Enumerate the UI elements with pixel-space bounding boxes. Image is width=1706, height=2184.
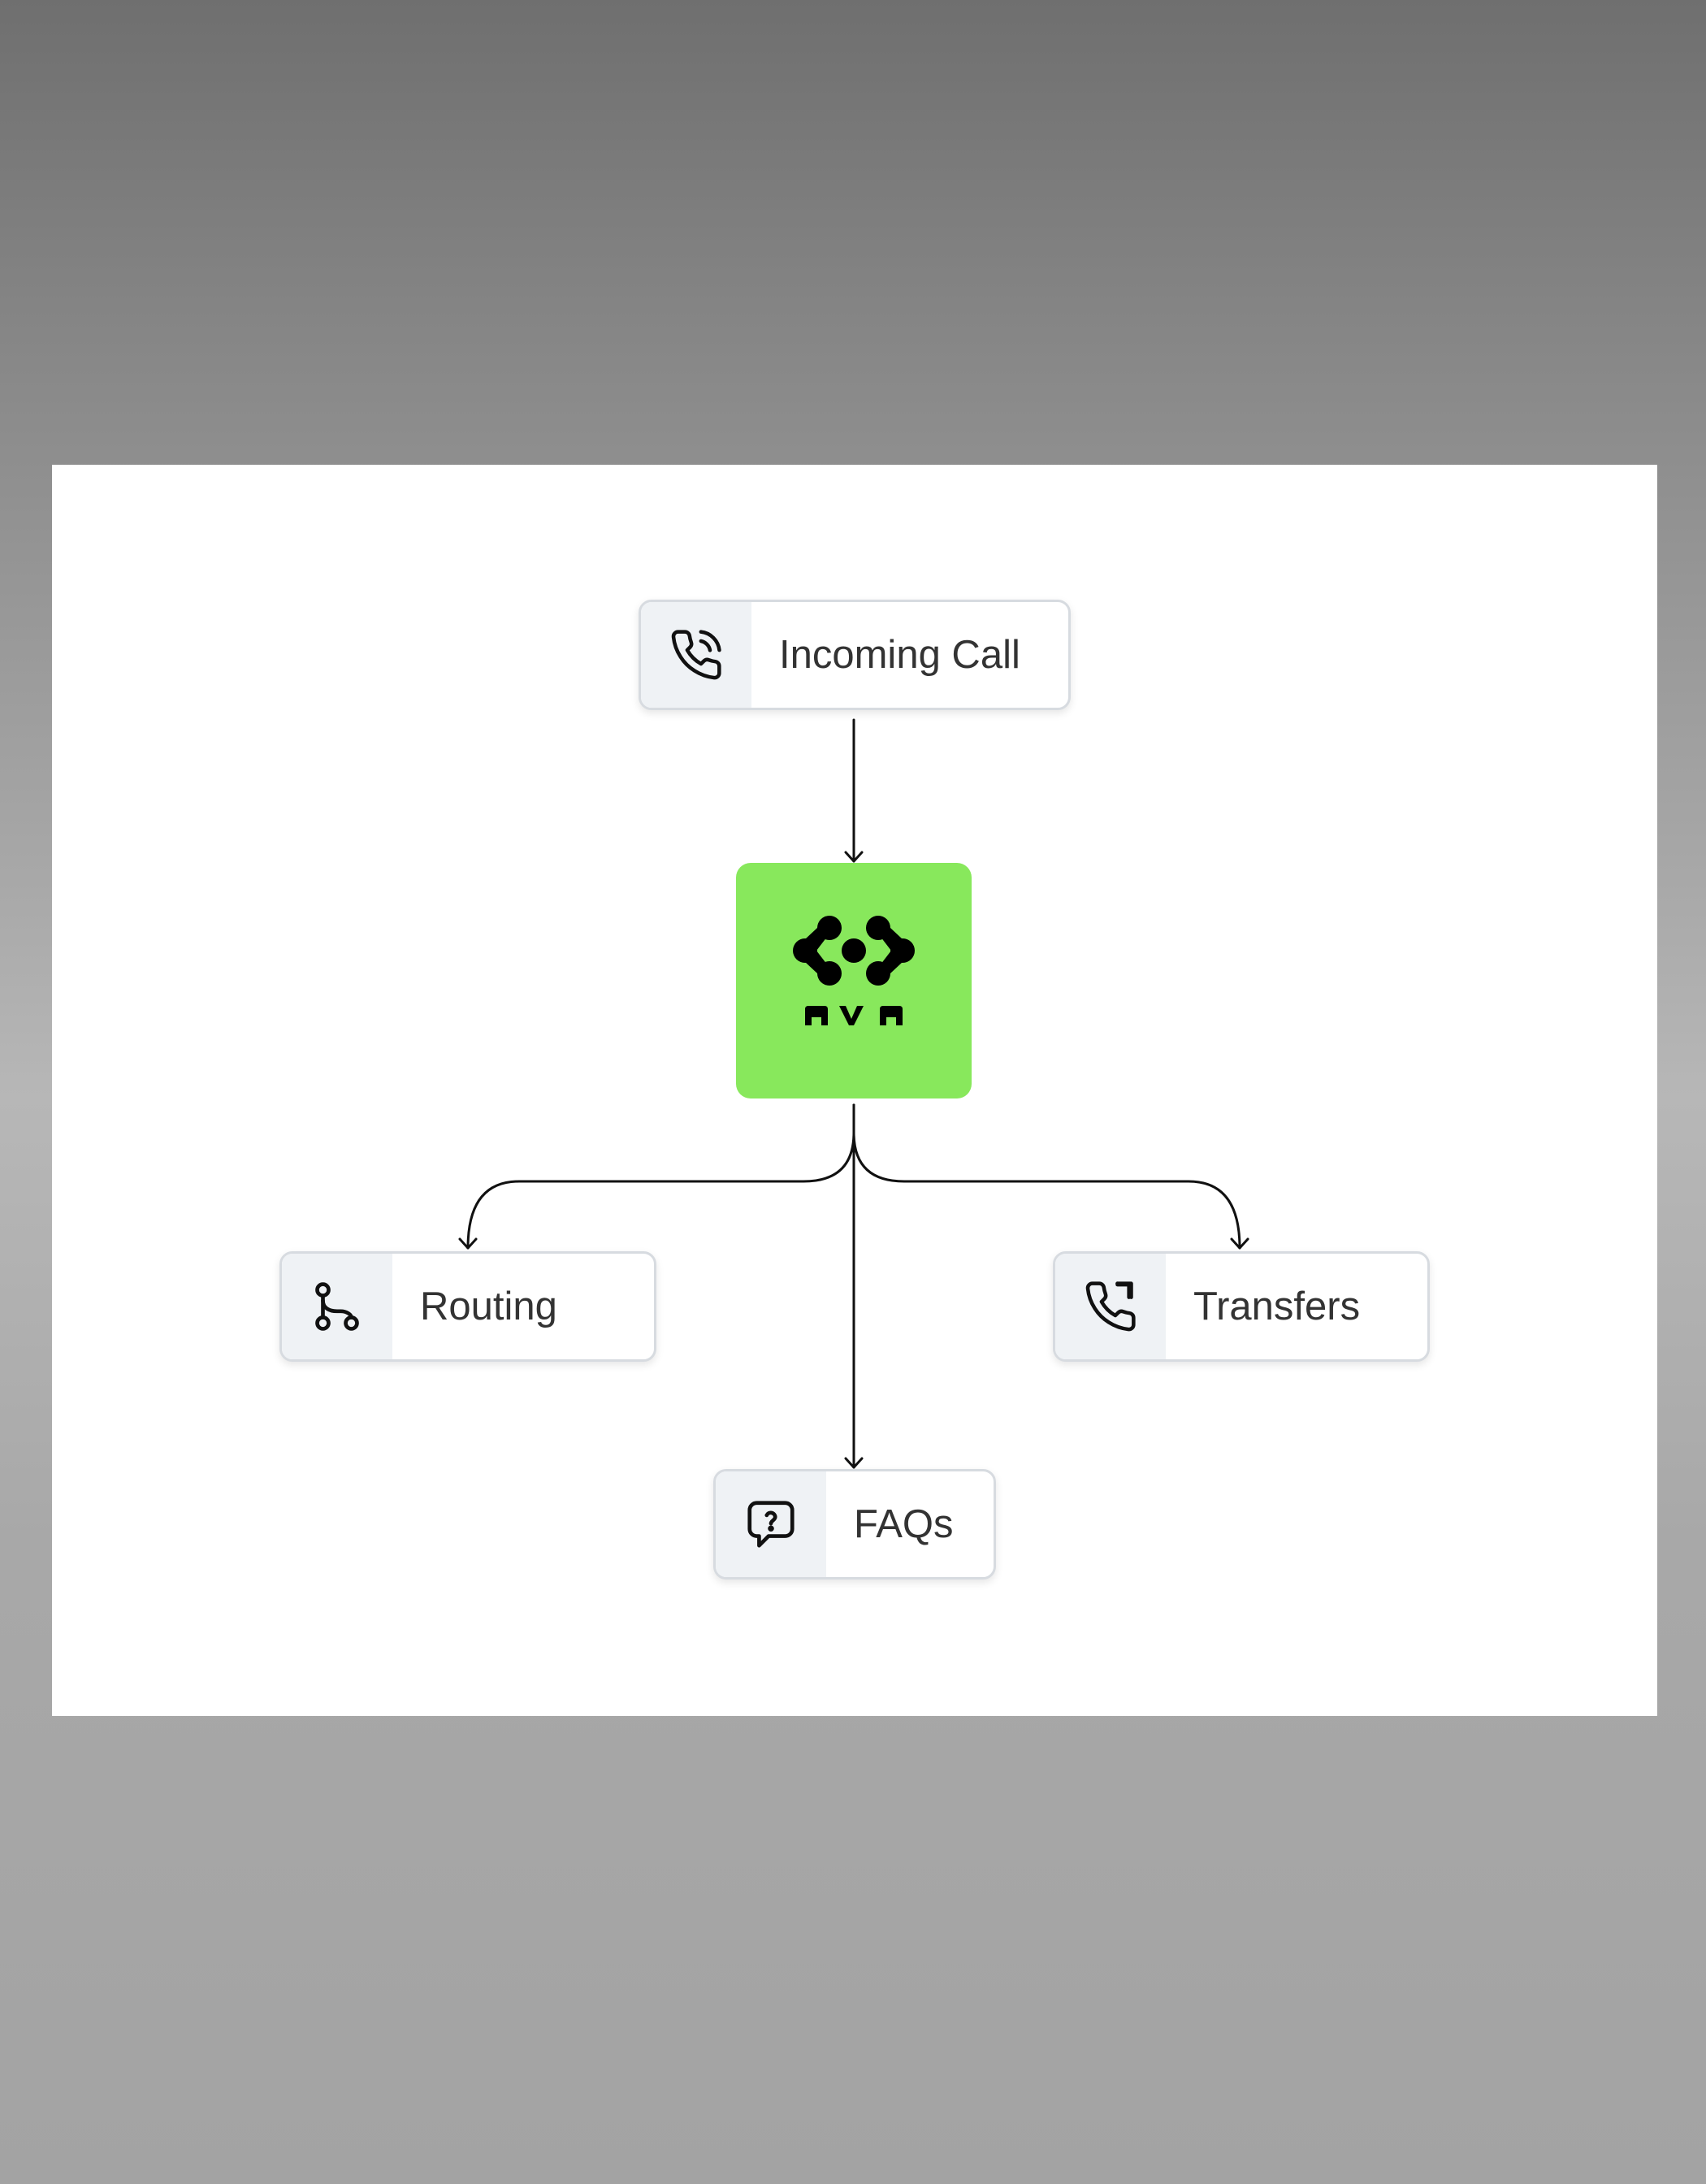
arrowhead-hub xyxy=(844,851,864,863)
ava-logo xyxy=(793,916,915,1025)
transfers-node: Transfers xyxy=(1053,1251,1430,1362)
phone-forward-icon xyxy=(1055,1254,1166,1359)
question-bubble-icon xyxy=(716,1471,826,1577)
arrowhead-routing xyxy=(458,1237,478,1250)
connector-hub-to-routing xyxy=(466,1103,855,1250)
ava-wordmark xyxy=(805,1006,903,1025)
arrowhead-faqs xyxy=(844,1457,864,1469)
arrowhead-transfers xyxy=(1230,1237,1249,1250)
incoming-call-label: Incoming Call xyxy=(779,633,1020,677)
connectors xyxy=(458,718,1249,1469)
faqs-node: FAQs xyxy=(713,1469,996,1580)
phone-ringing-icon xyxy=(641,602,751,708)
incoming-call-node: Incoming Call xyxy=(639,600,1071,710)
branch-icon xyxy=(282,1254,392,1359)
routing-node: Routing xyxy=(279,1251,656,1362)
routing-label: Routing xyxy=(420,1285,557,1328)
connector-hub-to-transfers xyxy=(852,1103,1241,1250)
transfers-label: Transfers xyxy=(1193,1285,1361,1328)
faqs-label: FAQs xyxy=(854,1502,954,1546)
diagram-canvas: Incoming Call xyxy=(52,465,1657,1716)
ava-hub xyxy=(736,863,972,1098)
